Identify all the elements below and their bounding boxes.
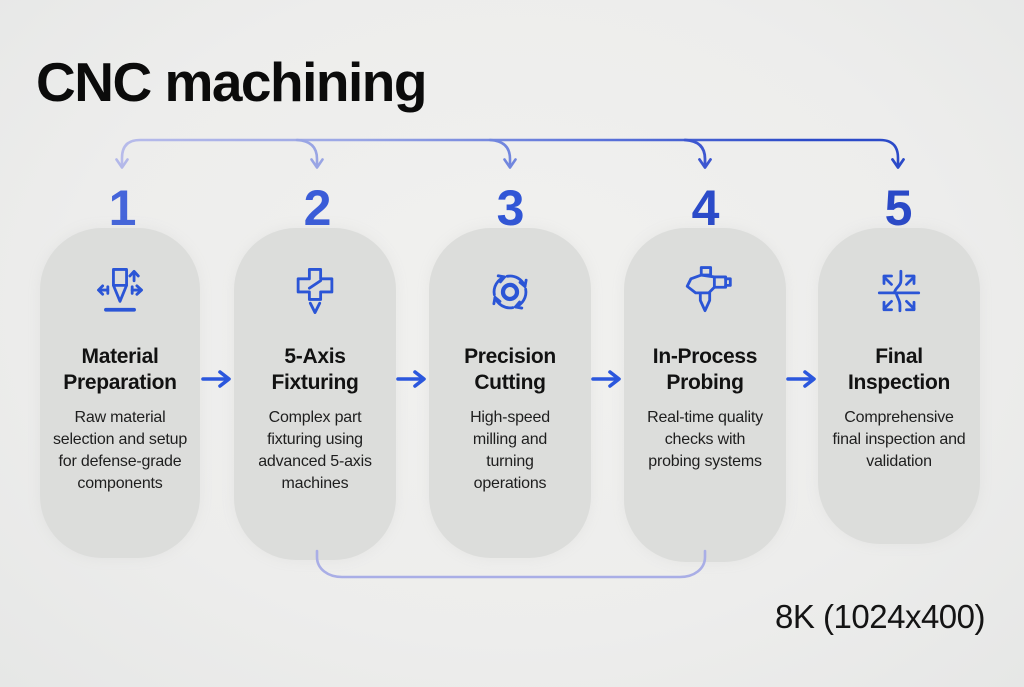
step-card-in-process-probing: In-Process Probing Real-time quality che… bbox=[624, 228, 786, 562]
step-flow-arrow-1-2 bbox=[201, 370, 231, 388]
step-title: Material Preparation bbox=[63, 345, 177, 394]
step-description: Complex part fixturing using advanced 5-… bbox=[258, 409, 372, 493]
step-flow-arrow-3-4 bbox=[591, 370, 621, 388]
dispersal-arrows-icon bbox=[818, 260, 980, 322]
step-card-precision-cutting: Precision Cutting High-speed milling and… bbox=[429, 228, 591, 558]
fixture-clamp-icon bbox=[234, 260, 396, 322]
rotary-cutting-icon bbox=[429, 260, 591, 322]
step-number-2: 2 bbox=[303, 180, 332, 236]
step-number-5: 5 bbox=[884, 180, 913, 236]
resolution-label: 8K (1024x400) bbox=[775, 598, 985, 635]
step-description: Raw material selection and setup for def… bbox=[52, 409, 188, 493]
step-flow-arrow-2-3 bbox=[396, 370, 426, 388]
step-number-4: 4 bbox=[691, 180, 720, 236]
page-title: CNC machining bbox=[36, 51, 427, 113]
step-card-material-preparation: Material Preparation Raw material select… bbox=[40, 228, 200, 558]
step-card-final-inspection: Final Inspection Comprehensive final ins… bbox=[818, 228, 980, 544]
step-description: High-speed milling and turning operation… bbox=[470, 409, 550, 493]
step-description: Real-time quality checks with probing sy… bbox=[647, 409, 763, 471]
step-title: In-Process Probing bbox=[652, 345, 758, 394]
step-card-5-axis-fixturing: 5-Axis Fixturing Complex part fixturing … bbox=[234, 228, 396, 560]
step-description: Comprehensive final inspection and valid… bbox=[832, 409, 966, 471]
step-title: 5-Axis Fixturing bbox=[271, 345, 359, 394]
step-number-3: 3 bbox=[496, 180, 525, 236]
step-title: Final Inspection bbox=[847, 345, 950, 394]
cnc-tool-setup-icon bbox=[40, 260, 200, 322]
step-title: Precision Cutting bbox=[464, 345, 556, 394]
step-number-1: 1 bbox=[108, 180, 137, 236]
step-flow-arrow-4-5 bbox=[786, 370, 816, 388]
touch-probe-icon bbox=[624, 260, 786, 322]
